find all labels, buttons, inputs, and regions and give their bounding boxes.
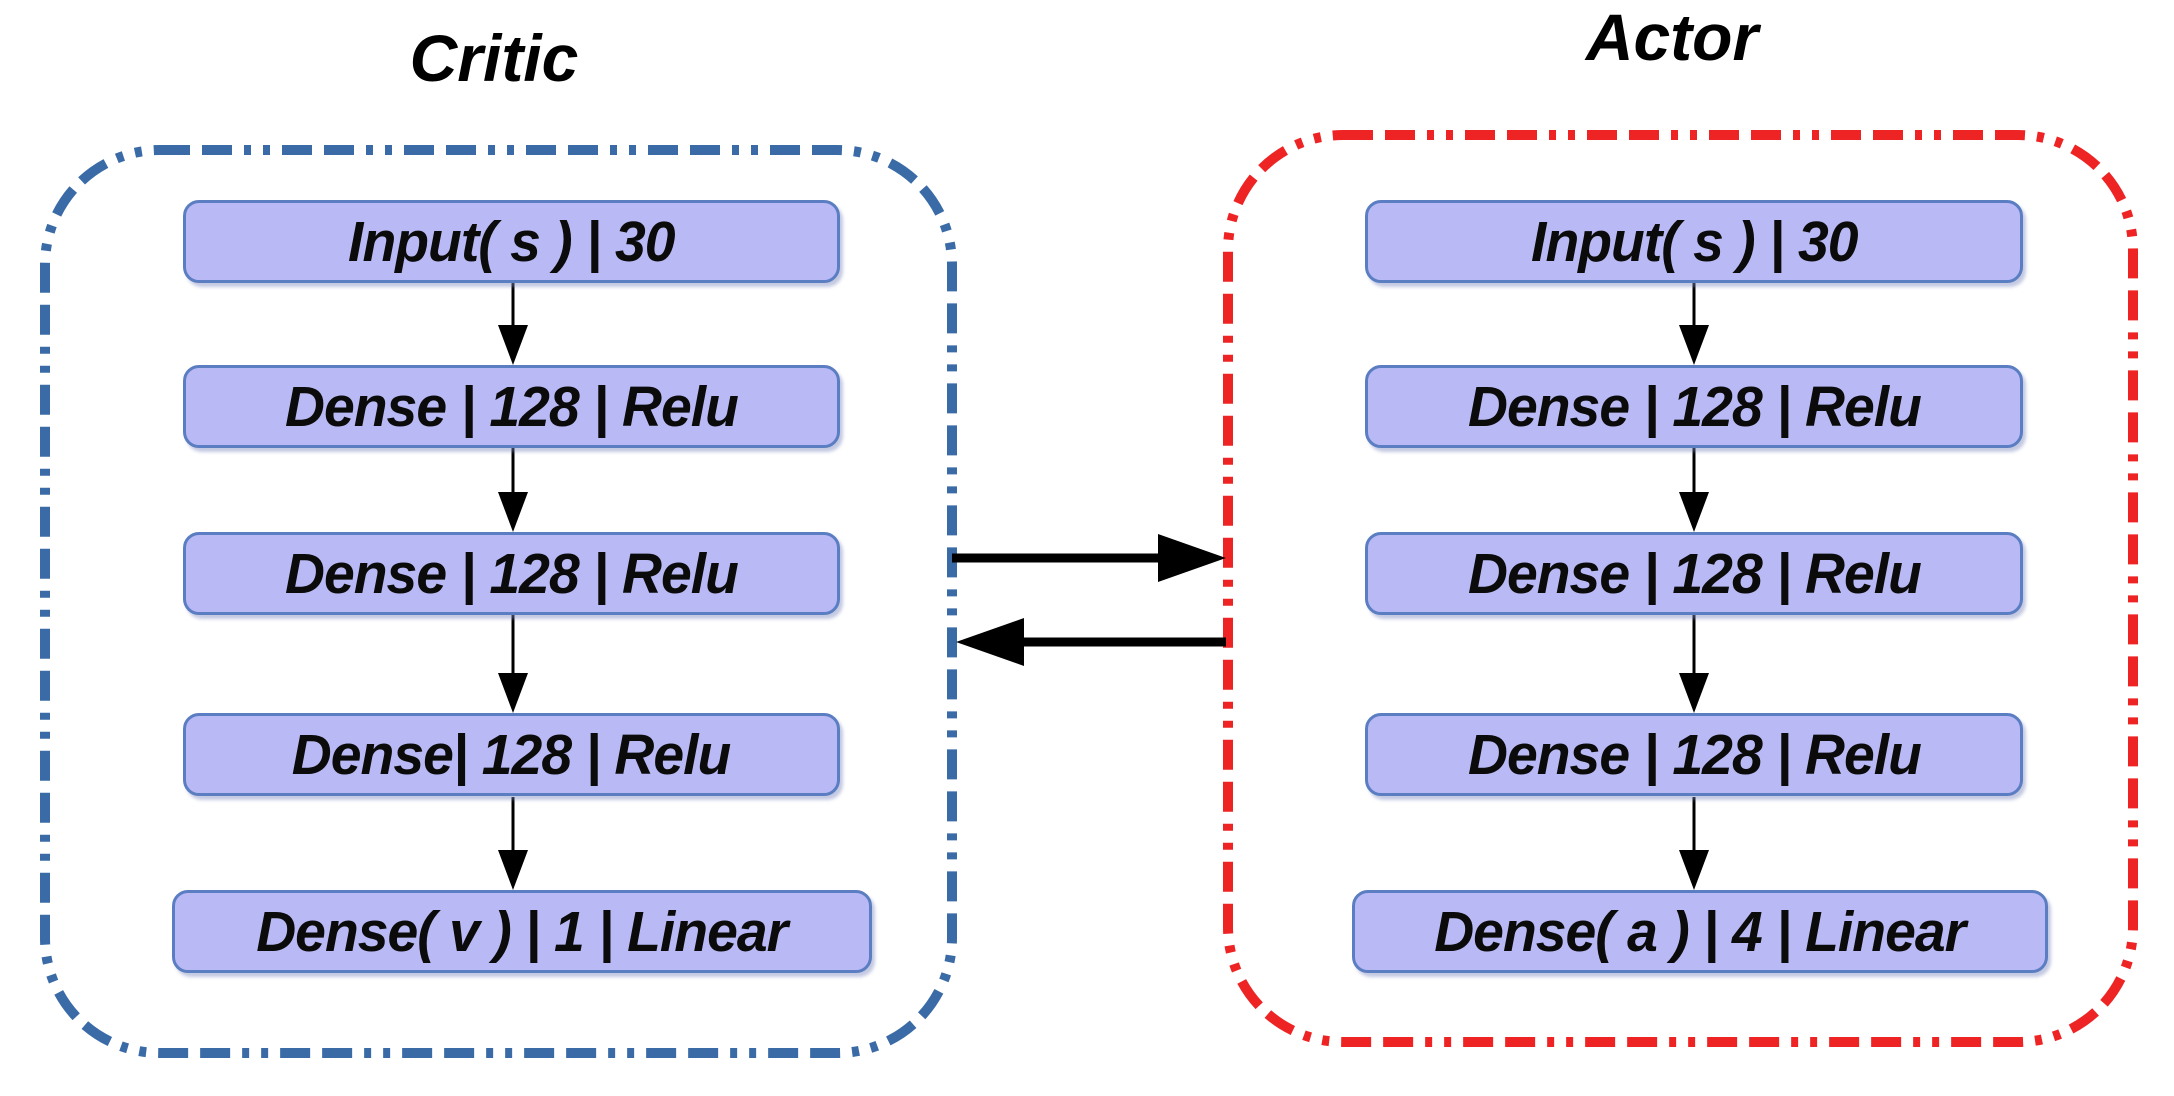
actor-layer-label: Dense | 128 | Relu [1467, 541, 1922, 606]
left-arrowhead-icon [956, 618, 1024, 666]
critic-layer-box-dense2: Dense | 128 | Relu [183, 532, 840, 615]
actor-flow-arrows [1679, 283, 1709, 890]
down-arrowhead-icon [1679, 850, 1709, 890]
down-arrowhead-icon [1679, 492, 1709, 532]
critic-layer-box-dense3: Dense| 128 | Relu [183, 713, 840, 796]
down-arrowhead-icon [498, 325, 528, 365]
down-arrowhead-icon [498, 850, 528, 890]
actor-to-critic-arrow [956, 618, 1226, 666]
actor-title: Actor [1585, 0, 1759, 74]
actor-layer-label: Dense | 128 | Relu [1467, 374, 1922, 439]
down-arrowhead-icon [1679, 673, 1709, 713]
actor-layer-box-dense1: Dense | 128 | Relu [1365, 365, 2023, 448]
actor-layer-box-dense3: Dense | 128 | Relu [1365, 713, 2023, 796]
actor-layer-box-output: Dense( a ) | 4 | Linear [1352, 890, 2048, 973]
critic-layer-label: Dense( v ) | 1 | Linear [256, 899, 788, 964]
down-arrowhead-icon [498, 492, 528, 532]
actor-layer-box-input: Input( s ) | 30 [1365, 200, 2023, 283]
critic-layer-label: Dense | 128 | Relu [285, 541, 739, 606]
critic-layer-box-input: Input( s ) | 30 [183, 200, 840, 283]
critic-to-actor-arrow [952, 534, 1226, 582]
critic-flow-arrows [498, 283, 528, 890]
critic-layer-label: Dense | 128 | Relu [285, 374, 739, 439]
right-arrowhead-icon [1158, 534, 1226, 582]
critic-layer-label: Input( s ) | 30 [348, 209, 676, 274]
down-arrowhead-icon [1679, 325, 1709, 365]
actor-layer-box-dense2: Dense | 128 | Relu [1365, 532, 2023, 615]
actor-layer-label: Dense( a ) | 4 | Linear [1434, 899, 1966, 964]
down-arrowhead-icon [498, 673, 528, 713]
critic-layer-label: Dense| 128 | Relu [292, 722, 732, 787]
actor-layer-label: Dense | 128 | Relu [1467, 722, 1922, 787]
critic-title: Critic [409, 21, 579, 95]
critic-layer-box-output: Dense( v ) | 1 | Linear [172, 890, 872, 973]
critic-layer-box-dense1: Dense | 128 | Relu [183, 365, 840, 448]
actor-layer-label: Input( s ) | 30 [1530, 209, 1859, 274]
